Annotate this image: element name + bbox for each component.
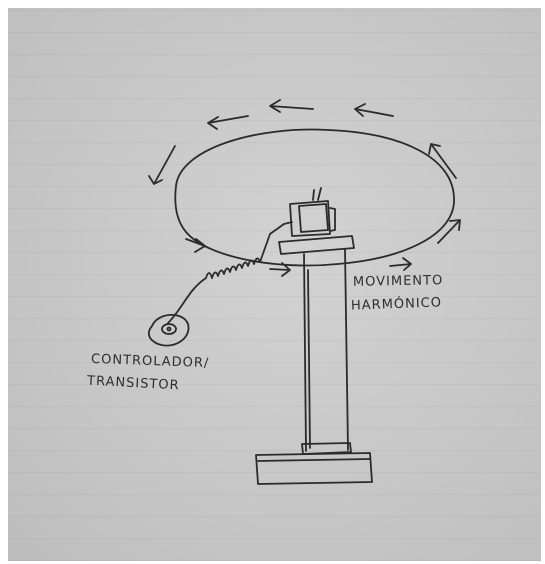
label-movement-line2: HARMÓNICO	[351, 295, 443, 314]
rotation-arrows	[149, 100, 460, 276]
stand-base	[256, 453, 372, 484]
stand-platform	[279, 236, 354, 254]
rotation-arrow-icon	[270, 100, 313, 112]
rotation-arrow-icon	[438, 220, 460, 243]
orbit-ellipse	[175, 130, 454, 266]
rotation-arrow-icon	[208, 116, 248, 129]
stand-base-edge	[258, 459, 370, 461]
stand-column	[304, 249, 348, 451]
motor-icon	[284, 188, 335, 236]
rotation-arrow-icon	[355, 104, 393, 116]
label-movement-line1: MOVIMENTO	[353, 273, 444, 291]
stand-column-inner	[308, 270, 310, 448]
rotation-arrow-icon	[390, 258, 411, 270]
rotation-arrow-icon	[429, 144, 456, 178]
pen-sketch-diagram	[8, 8, 541, 561]
sketch-paper: MOVIMENTO HARMÓNICO CONTROLADOR/ TRANSIS…	[8, 8, 541, 561]
rotation-arrow-icon	[149, 146, 175, 184]
stand	[256, 236, 372, 484]
controller-pad-icon	[149, 315, 189, 346]
